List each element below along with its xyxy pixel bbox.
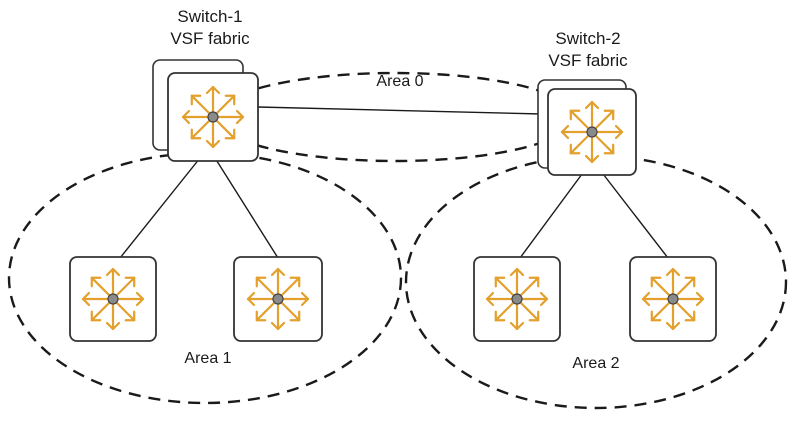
switch-1-name: Switch-1 bbox=[177, 7, 243, 26]
area-2-switch-b-icon bbox=[643, 269, 703, 329]
area-0-label: Area 0 bbox=[376, 73, 424, 90]
link-switch2-area2-right bbox=[599, 169, 669, 259]
link-switch1-switch2 bbox=[257, 106, 543, 115]
area-2-label: Area 2 bbox=[572, 355, 620, 372]
switch-1-icon bbox=[183, 87, 243, 147]
link-switch2-area2-left bbox=[519, 169, 586, 259]
switch-2-icon bbox=[562, 102, 622, 162]
area-1-switch-a-icon bbox=[83, 269, 143, 329]
switch-2-vsf-stack bbox=[537, 79, 637, 176]
area-2-switch-a-icon bbox=[487, 269, 547, 329]
switch-1-label: Switch-1 VSF fabric bbox=[150, 6, 270, 50]
switch-1-vsf-stack bbox=[152, 59, 259, 162]
area-2-switch-b bbox=[629, 256, 717, 342]
switch-2-label: Switch-2 VSF fabric bbox=[528, 28, 648, 72]
switch-2-subtitle: VSF fabric bbox=[548, 51, 628, 70]
switch-2-name: Switch-2 bbox=[555, 29, 621, 48]
area-1-label: Area 1 bbox=[184, 350, 232, 367]
area-1-switch-a bbox=[69, 256, 157, 342]
link-switch1-area1-left bbox=[119, 157, 201, 259]
link-switch1-area1-right bbox=[214, 157, 279, 259]
area-1-switch-b-icon bbox=[248, 269, 308, 329]
switch-1-subtitle: VSF fabric bbox=[170, 29, 250, 48]
area-1-switch-b bbox=[233, 256, 323, 342]
area-2-switch-a bbox=[473, 256, 561, 342]
